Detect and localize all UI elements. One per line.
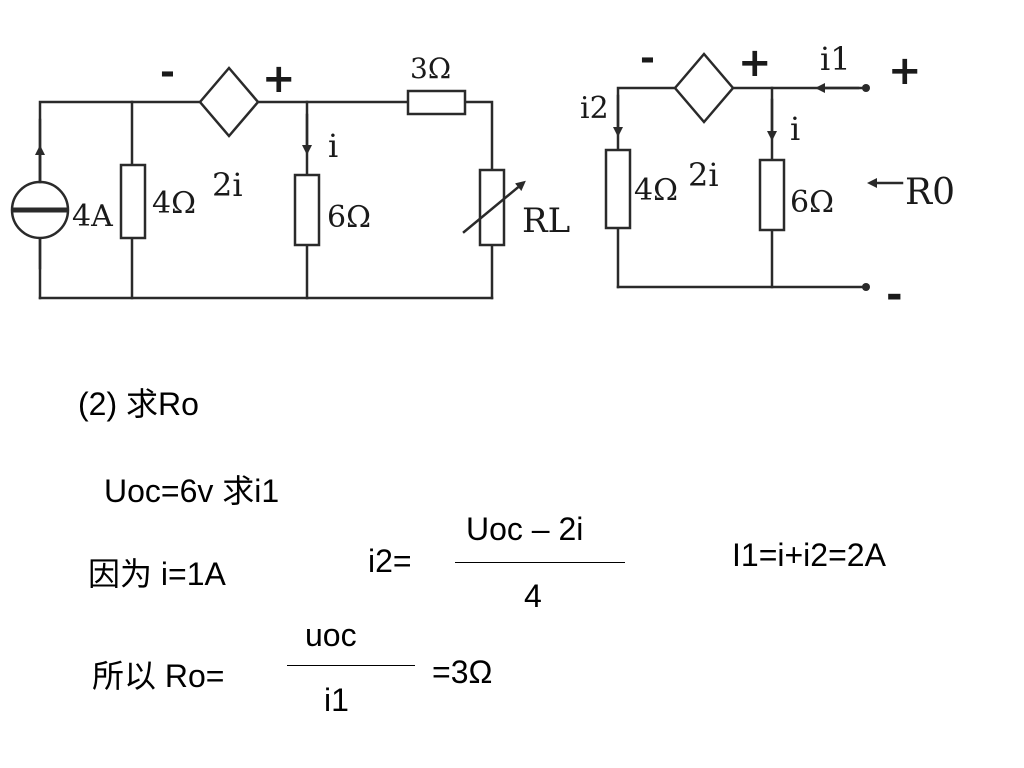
dep-source-label-right: 2i xyxy=(688,156,719,194)
right-circuit: i2 4Ω - + 2i i1 + i 6Ω R0 - xyxy=(580,38,955,318)
i1-label: i1 xyxy=(820,40,851,78)
ro-numerator: uoc xyxy=(305,617,357,653)
ro-result: =3Ω xyxy=(432,654,493,690)
because-line: 因为 i=1A xyxy=(88,556,226,592)
left-circuit: 4A 4Ω - + 2i i 6Ω 3Ω RL xyxy=(10,52,570,300)
r1-label: 4Ω xyxy=(152,186,196,221)
left-circuit-wires xyxy=(38,100,494,300)
so-ro-label: 所以 Ro= xyxy=(92,658,225,694)
dep-source-label: 2i xyxy=(212,166,243,204)
uoc-line: Uoc=6v 求i1 xyxy=(104,473,280,509)
resistor-6ohm-right xyxy=(758,158,786,232)
resistor-6ohm xyxy=(293,173,321,247)
variable-load-resistor xyxy=(462,168,526,247)
r2-label-right: 6Ω xyxy=(790,185,834,220)
resistor-4ohm-right xyxy=(604,148,632,230)
dep-plus-sign-right: + xyxy=(738,40,772,86)
i2-numerator: Uoc – 2i xyxy=(466,511,584,547)
load-label: RL xyxy=(522,201,570,241)
dep-plus-sign: + xyxy=(262,56,296,102)
terminal-plus-sign: + xyxy=(888,48,922,94)
terminal-top-dot xyxy=(862,84,870,92)
i1-result: I1=i+i2=2A xyxy=(732,537,886,573)
current-i-label-right: i xyxy=(790,110,800,148)
i2-label: i2 xyxy=(580,91,609,126)
r3-label: 3Ω xyxy=(410,52,451,85)
dep-minus-sign-right: - xyxy=(640,38,655,79)
dependent-voltage-source xyxy=(198,66,260,138)
resistor-4ohm xyxy=(119,163,147,240)
current-source-4a xyxy=(10,145,70,240)
r0-label: R0 xyxy=(905,172,955,213)
dependent-voltage-source-right xyxy=(673,52,735,124)
current-i-label: i xyxy=(328,127,338,165)
ro-fraction-bar xyxy=(287,665,415,666)
dep-minus-sign: - xyxy=(160,52,175,93)
ro-denominator: i1 xyxy=(324,682,349,718)
i2-denominator: 4 xyxy=(524,578,542,614)
i2-equation-label: i2= xyxy=(368,543,412,579)
terminal-bottom-dot xyxy=(862,283,870,291)
i2-fraction-bar xyxy=(455,562,625,563)
resistor-3ohm xyxy=(406,89,467,116)
source-label: 4A xyxy=(72,199,113,234)
step-title: (2) 求Ro xyxy=(78,386,199,422)
terminal-minus-sign: - xyxy=(886,272,903,318)
r2-label: 6Ω xyxy=(327,200,371,235)
r1-label-right: 4Ω xyxy=(634,173,678,208)
